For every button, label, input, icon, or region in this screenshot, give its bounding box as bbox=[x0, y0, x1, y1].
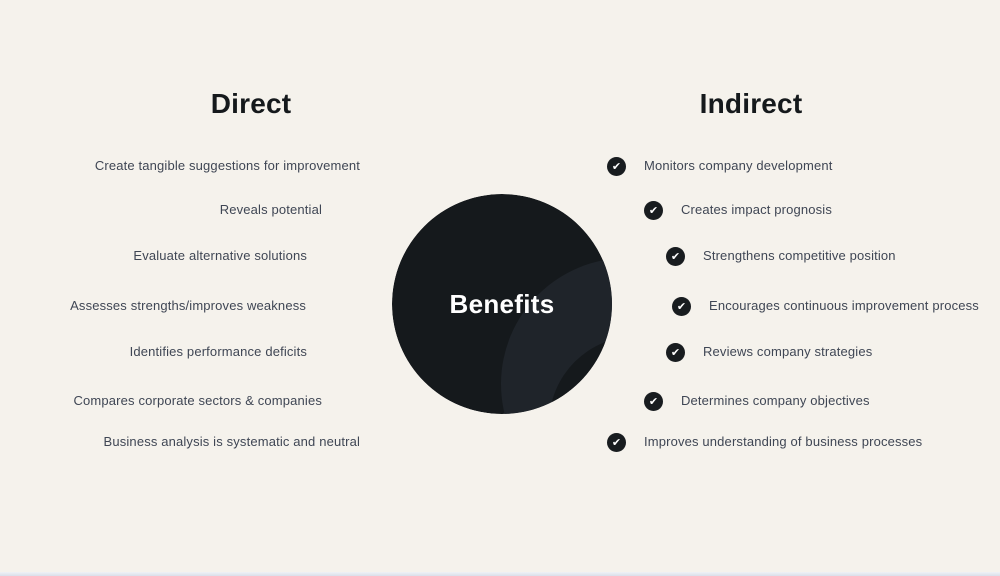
check-icon: ✔ bbox=[672, 296, 691, 316]
indirect-list-item: ✔ Determines company objectives bbox=[644, 391, 870, 411]
benefits-label: Benefits bbox=[449, 288, 555, 319]
direct-list-item: Assesses strengths/improves weakness bbox=[70, 296, 306, 316]
benefit-text: Create tangible suggestions for improvem… bbox=[94, 158, 360, 173]
direct-list-item: Business analysis is systematic and neut… bbox=[104, 432, 360, 452]
benefit-text: Compares corporate sectors & companies bbox=[73, 393, 322, 408]
direct-list-item: Evaluate alternative solutions bbox=[133, 246, 307, 266]
direct-list-item: Reveals potential bbox=[220, 200, 322, 220]
check-icon: ✔ bbox=[607, 432, 626, 452]
check-icon: ✔ bbox=[666, 342, 685, 362]
benefit-text: Creates impact prognosis bbox=[681, 202, 832, 217]
benefit-text: Identifies performance deficits bbox=[129, 344, 307, 359]
benefit-text: Reviews company strategies bbox=[703, 344, 873, 359]
indirect-list-item: ✔ Reviews company strategies bbox=[666, 342, 872, 362]
circle-decoration bbox=[392, 194, 612, 414]
check-icon: ✔ bbox=[666, 246, 685, 266]
indirect-heading: Indirect bbox=[699, 88, 803, 119]
indirect-list-item: ✔ Encourages continuous improvement proc… bbox=[672, 296, 979, 316]
bottom-edge-strip bbox=[0, 572, 1000, 576]
check-icon: ✔ bbox=[644, 200, 663, 220]
benefit-text: Improves understanding of business proce… bbox=[644, 434, 923, 449]
direct-heading: Direct bbox=[210, 88, 292, 119]
indirect-list-item: ✔ Creates impact prognosis bbox=[644, 200, 832, 220]
benefit-text: Reveals potential bbox=[219, 202, 322, 217]
direct-list-item: Create tangible suggestions for improvem… bbox=[95, 156, 360, 176]
direct-list-item: Identifies performance deficits bbox=[130, 342, 307, 362]
benefit-text: Strengthens competitive position bbox=[703, 248, 896, 263]
direct-list-item: Compares corporate sectors & companies bbox=[74, 391, 322, 411]
benefits-circle: Benefits bbox=[392, 194, 612, 414]
benefit-text: Encourages continuous improvement proces… bbox=[709, 298, 979, 313]
benefit-text: Determines company objectives bbox=[681, 393, 870, 408]
check-icon: ✔ bbox=[607, 156, 626, 176]
check-icon: ✔ bbox=[644, 391, 663, 411]
indirect-list-item: ✔ Strengthens competitive position bbox=[666, 246, 896, 266]
indirect-list-item: ✔ Monitors company development bbox=[607, 156, 832, 176]
indirect-list-item: ✔ Improves understanding of business pro… bbox=[607, 432, 922, 452]
benefit-text: Assesses strengths/improves weakness bbox=[70, 298, 306, 313]
benefit-text: Business analysis is systematic and neut… bbox=[103, 434, 360, 449]
benefit-text: Monitors company development bbox=[644, 158, 833, 173]
benefit-text: Evaluate alternative solutions bbox=[133, 248, 307, 263]
